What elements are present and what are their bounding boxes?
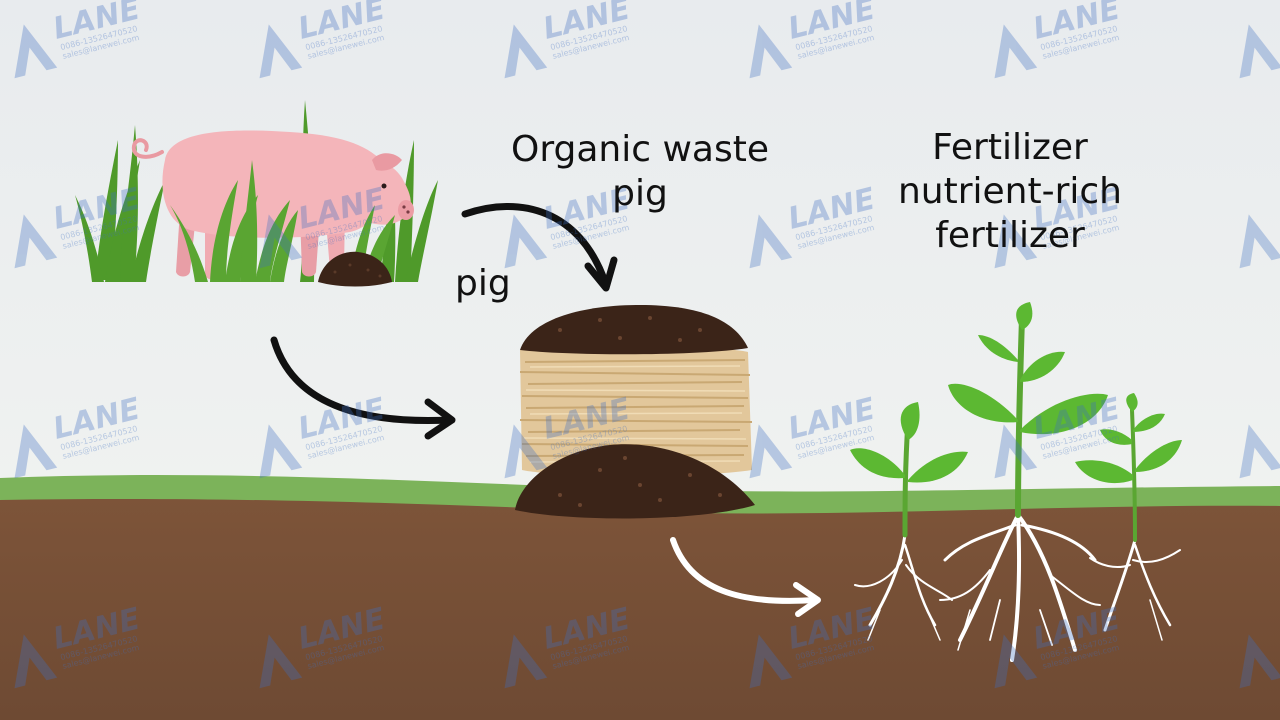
organic-waste-label: Organic waste pig	[470, 128, 810, 216]
fertilizer-line-2: nutrient-rich	[897, 170, 1123, 212]
pig-icon	[75, 100, 438, 287]
organic-waste-subtitle: pig	[612, 172, 668, 214]
pig-side-label: pig	[455, 263, 511, 304]
compost-pile-icon	[515, 305, 755, 519]
fertilizer-line-3: fertilizer	[935, 214, 1085, 256]
fertilizer-label: Fertilizer nutrient-rich fertilizer	[860, 126, 1160, 258]
arrow-compost-to-plants	[670, 537, 821, 617]
soil-ground	[0, 499, 1280, 720]
organic-waste-title: Organic waste	[511, 129, 769, 170]
fertilizer-title: Fertilizer	[932, 127, 1088, 168]
arrow-pig-to-compost-bottom	[270, 336, 456, 440]
arrow-pig-to-compost-top	[461, 202, 618, 292]
plant-seedling-icon	[850, 302, 1182, 662]
